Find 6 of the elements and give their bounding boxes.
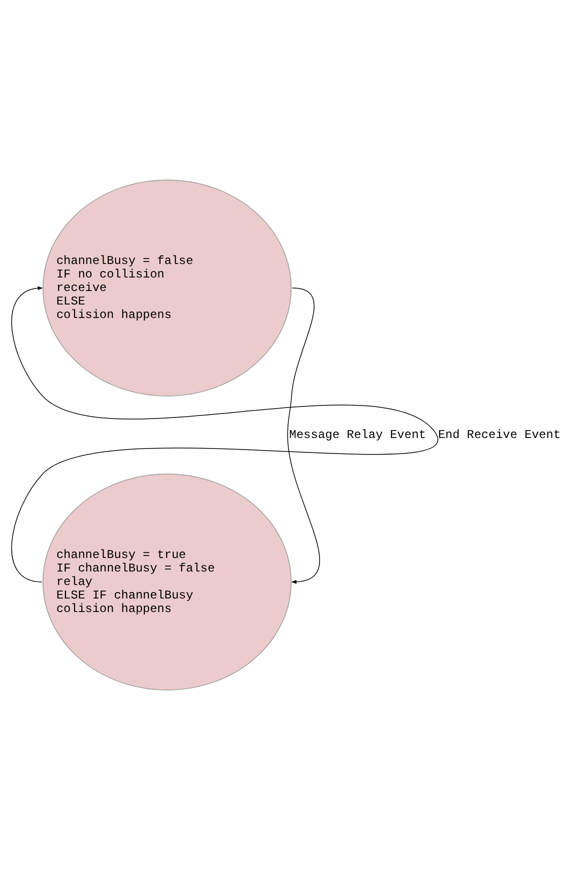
edge-label: Message Relay Event [289,427,426,442]
arrow [11,286,438,582]
node-ellipse: channelBusy = true IF channelBusy = false relay ELSE IF channelBusy colision happens [42,473,292,690]
node-ellipse: channelBusy = false IF no collision receive ELSE colision happens [42,179,292,396]
edge-label: End Receive Event [438,427,561,442]
arrow [287,287,320,584]
